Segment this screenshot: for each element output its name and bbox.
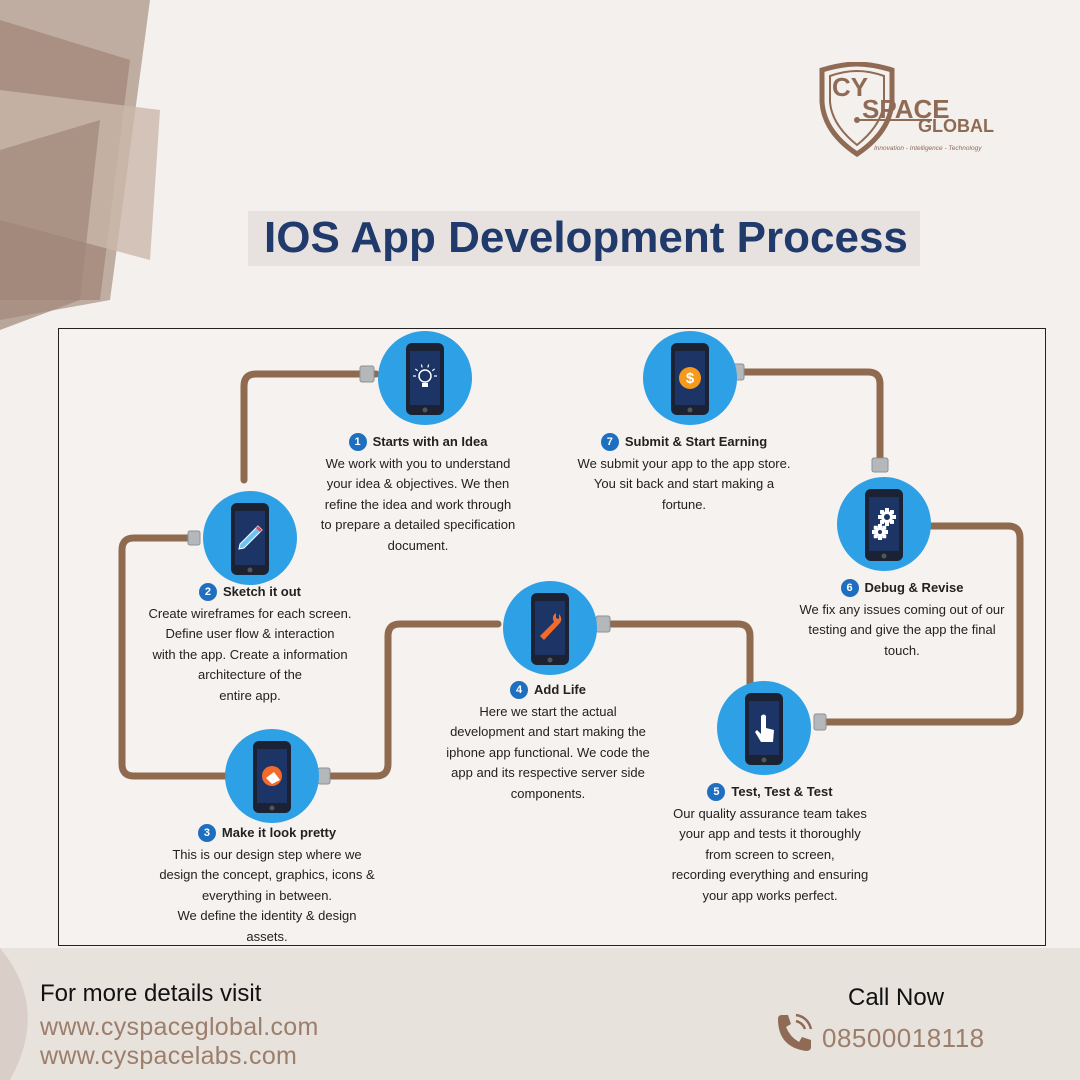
step-5: 5 Test, Test & Test Our quality assurance… (652, 782, 888, 906)
decorative-shapes (0, 0, 160, 330)
phone-screen (410, 351, 440, 405)
step-title: Make it look pretty (221, 825, 337, 840)
step-number-badge: 1 (348, 433, 367, 452)
connector-5-6 (814, 522, 1024, 726)
step-icon-5 (717, 681, 811, 775)
logo-text-cy: CY (832, 72, 868, 102)
plug-1 (359, 365, 375, 383)
step-2: 2 Sketch it out Create wireframes for eac… (130, 582, 370, 706)
step-icon-6 (837, 477, 931, 571)
step-icon-1 (378, 331, 472, 425)
step-title: Sketch it out (222, 584, 301, 599)
connector-4-5 (600, 620, 754, 692)
step-icons: $ (203, 331, 931, 823)
step-icon-7: $ (643, 331, 737, 425)
step-icon-2 (203, 491, 297, 585)
step-description: Create wireframes for each screen. Defin… (148, 605, 352, 703)
website-link-cyspaceglobal[interactable]: www.cyspaceglobal.com (40, 1013, 319, 1041)
gears-icon (872, 508, 896, 540)
connector-3-4 (316, 620, 502, 780)
phone-home-button (687, 407, 693, 413)
step-title: Debug & Revise (864, 580, 964, 595)
svg-text:$: $ (686, 370, 695, 387)
logo-text-space: SPACE (862, 94, 950, 124)
pencil-icon (238, 525, 263, 550)
step-number-badge: 7 (600, 433, 619, 452)
phone-screen (869, 497, 899, 551)
step-description: We submit your app to the app store. You… (577, 455, 791, 512)
step-number-badge: 6 (840, 579, 859, 598)
step-number-badge: 3 (197, 824, 216, 843)
step-description: Our quality assurance team takes your ap… (671, 805, 869, 903)
step-description: Here we start the actual development and… (446, 703, 650, 801)
phone-icon (778, 1013, 813, 1051)
step-7: 7 Submit & Start Earning We submit your a… (566, 432, 802, 515)
touch-hand-icon (755, 714, 774, 742)
process-connectors (118, 363, 1024, 785)
brand-logo: CY SPACE GLOBAL Innovation - Intelligenc… (812, 61, 1012, 158)
phone-home-button (247, 567, 253, 573)
connector-2-3 (118, 534, 230, 780)
step-4: 4 Add Life Here we start the actual devel… (430, 680, 666, 804)
phone-home-button (881, 553, 887, 559)
step-number-badge: 4 (510, 681, 528, 700)
visit-label: For more details visit (40, 980, 262, 1007)
step-number-badge: 2 (198, 583, 217, 602)
step-icon-3 (225, 729, 319, 823)
dollar-coin-icon: $ (679, 367, 701, 389)
phone-home-button (269, 805, 275, 811)
step-description: We work with you to understand your idea… (320, 455, 516, 553)
plug-2 (187, 530, 201, 546)
lightbulb-icon (413, 364, 437, 387)
connector-6-7 (734, 368, 884, 472)
call-now-label: Call Now (848, 984, 945, 1011)
step-title: Starts with an Idea (372, 434, 488, 449)
wrench-icon (540, 613, 562, 640)
footer-decoration (0, 948, 28, 1080)
plug-5 (813, 713, 827, 731)
step-number-badge: 5 (707, 783, 726, 802)
website-link-cyspacelabs[interactable]: www.cyspacelabs.com (40, 1042, 298, 1070)
page-title: IOS App Development Process (264, 213, 908, 262)
logo-tagline: Innovation - Intelligence - Technology (874, 145, 982, 152)
step-title: Add Life (534, 682, 586, 697)
step-title: Test, Test & Test (731, 784, 833, 799)
shield-logo-icon: CY SPACE GLOBAL Innovation - Intelligenc… (819, 61, 994, 158)
phone-home-button (761, 757, 767, 763)
step-description: This is our design step where we design … (159, 846, 375, 944)
step-3: 3 Make it look pretty This is our design … (134, 823, 400, 947)
step-icon-4 (503, 581, 597, 675)
phone-home-button (547, 657, 553, 663)
paint-palette-icon (262, 766, 282, 786)
phone-number[interactable]: 08500018118 (822, 1023, 985, 1053)
phone-home-button (422, 407, 428, 413)
logo-text-global: GLOBAL (918, 116, 994, 136)
step-description: We fix any issues coming out of our test… (799, 601, 1005, 658)
plug-6 (871, 457, 889, 473)
step-1: 1 Starts with an Idea We work with you to… (300, 432, 536, 556)
connector-2-1 (240, 370, 380, 484)
title-band (248, 211, 920, 266)
footer-band (0, 948, 1080, 1080)
step-title: Submit & Start Earning (624, 434, 768, 449)
step-6: 6 Debug & Revise We fix any issues coming… (782, 578, 1022, 661)
